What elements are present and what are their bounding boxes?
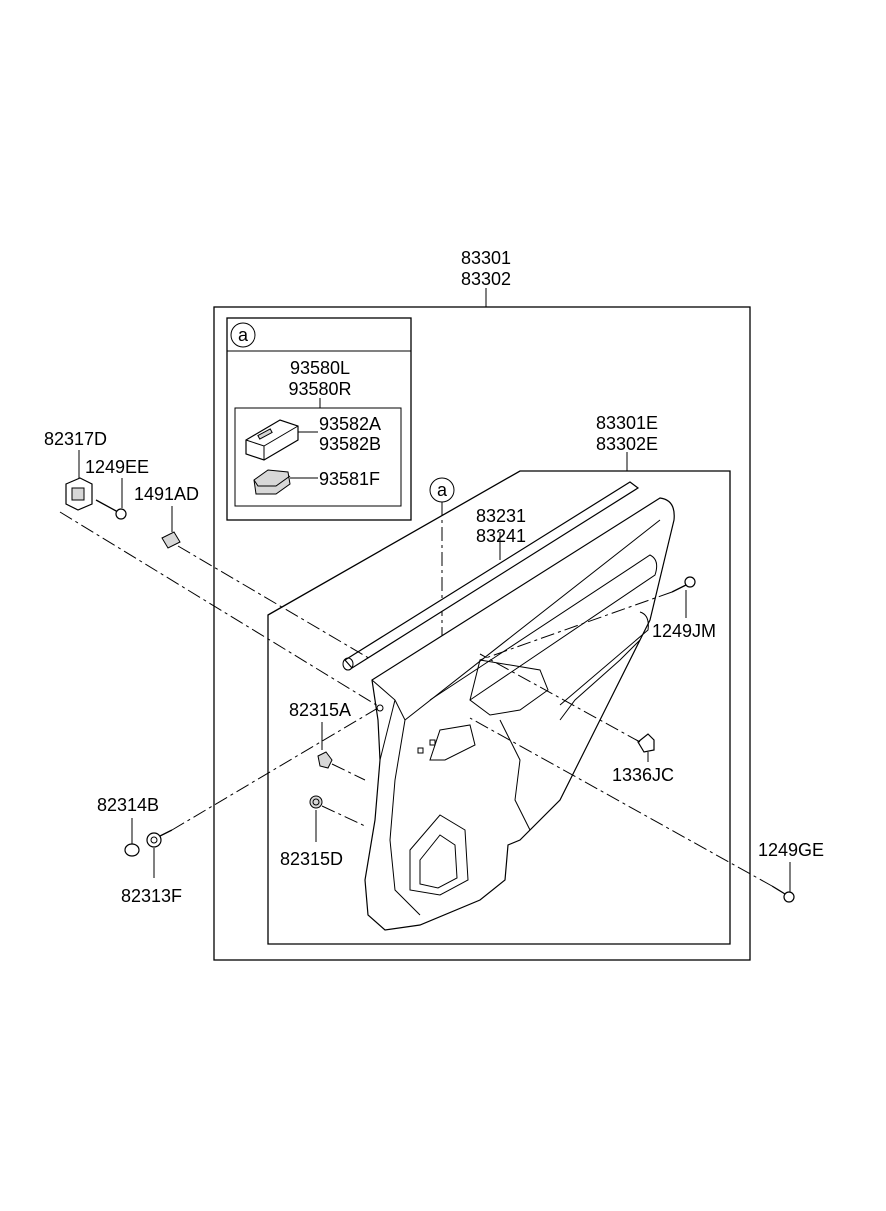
bracket-part — [65, 450, 93, 511]
label-weatherstrip-bottom: 83241 — [476, 526, 526, 546]
fastener-a-part — [317, 722, 333, 769]
label-bracket: 82317D — [44, 429, 107, 449]
label-inset-circle: a — [238, 325, 249, 345]
label-fastener-d: 82315D — [280, 849, 343, 869]
label-switch-assy-top: 93580L — [290, 358, 350, 378]
label-screw-upper-right: 1249JM — [652, 621, 716, 641]
inset-circle-marker — [230, 322, 256, 348]
label-switch-cover-top: 93582A — [319, 414, 381, 434]
assembly-frame — [213, 306, 751, 961]
dash-line-fastener-a — [331, 763, 366, 781]
switch-cover-part — [245, 419, 318, 461]
label-switch-cover-bottom: 93582B — [319, 434, 381, 454]
label-clip-nut: 1491AD — [134, 484, 199, 504]
dash-line-retainer — [479, 653, 641, 743]
screw-lower-left-part — [146, 829, 173, 878]
label-cap: 82314B — [97, 795, 159, 815]
dash-line-fastener-d — [321, 805, 366, 827]
dash-line-lower-left — [171, 707, 379, 831]
clip-nut-part — [161, 506, 181, 549]
screw-lower-right-part — [771, 862, 795, 903]
dash-line-clip — [177, 545, 373, 661]
label-retainer-nut: 1336JC — [612, 765, 674, 785]
cap-part — [124, 818, 140, 857]
dash-line-bracket — [59, 511, 379, 707]
label-panel-bottom: 83302E — [596, 434, 658, 454]
label-assembly-top: 83301 — [461, 248, 511, 268]
door-trim-panel — [364, 497, 675, 931]
switch-knob-part — [253, 469, 318, 495]
label-switch-knob: 93581F — [319, 469, 380, 489]
label-screw-bracket: 1249EE — [85, 457, 149, 477]
label-fastener-a: 82315A — [289, 700, 351, 720]
screw-upper-right-part — [671, 576, 696, 618]
label-assembly-bottom: 83302 — [461, 269, 511, 289]
label-screw-lower-left: 82313F — [121, 886, 182, 906]
panel-frame — [267, 470, 731, 945]
switch-sub-frame — [234, 407, 402, 507]
dash-line-screw-upper — [479, 591, 673, 661]
label-screw-lower-right: 1249GE — [758, 840, 824, 860]
weatherstrip-part — [342, 481, 640, 671]
label-switch-assy-bottom: 93580R — [288, 379, 351, 399]
fastener-d-part — [309, 795, 323, 842]
dash-line-lower-right — [469, 717, 773, 887]
retainer-nut-part — [637, 733, 655, 762]
label-weatherstrip-top: 83231 — [476, 506, 526, 526]
switch-inset-frame — [226, 317, 412, 521]
label-panel-circle: a — [437, 480, 448, 500]
label-panel-top: 83301E — [596, 413, 658, 433]
screw-bracket-part — [95, 478, 127, 520]
